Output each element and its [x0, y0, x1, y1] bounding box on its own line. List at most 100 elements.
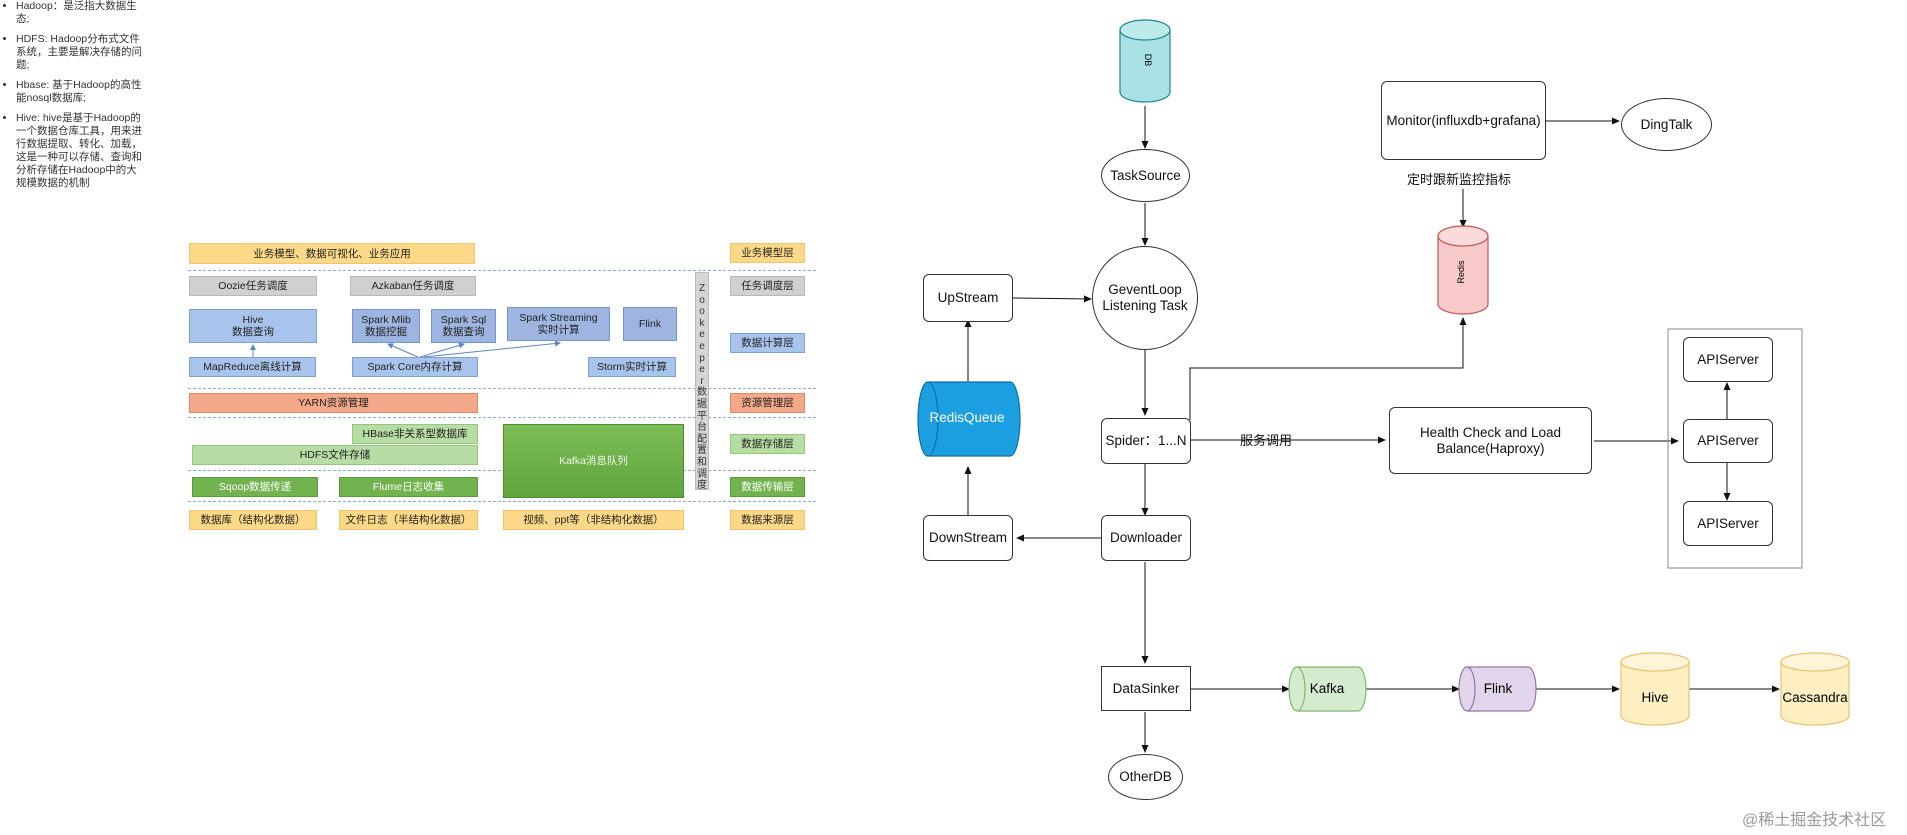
zookeeper-char: 度 — [697, 480, 707, 492]
hive-name: Hive — [242, 314, 264, 326]
health-line1: Health Check and Load — [1419, 424, 1562, 440]
otherdb-node: OtherDB — [1108, 754, 1183, 800]
zookeeper-bar: Z o o k e e p e r 数 据 平 台 配 置 和 调 度 — [695, 272, 709, 492]
note-hbase: Hbase: 基于Hadoop的高性能nosql数据库; — [16, 79, 144, 105]
layer-business: 业务模型层 — [730, 243, 805, 263]
zookeeper-char: 平 — [697, 410, 707, 422]
redis-cylinder — [1437, 225, 1489, 315]
hive-cylinder — [1620, 652, 1690, 726]
layer-resource: 资源管理层 — [730, 393, 805, 413]
layer-storage: 数据存储层 — [730, 434, 805, 454]
spark-streaming-name: Spark Streaming — [519, 312, 598, 324]
note-hdfs: HDFS: Hadoop分布式文件系统，主要是解决存储的问题; — [16, 33, 144, 72]
separator-line — [188, 470, 816, 471]
redis-queue-label: RedisQueue — [929, 410, 1005, 425]
hive-desc: 数据查询 — [232, 326, 274, 338]
zookeeper-char: o — [699, 294, 705, 306]
layer-transport: 数据传输层 — [730, 477, 805, 497]
hdfs-box: HDFS文件存储 — [192, 445, 478, 465]
spark-sql-name: Spark Sql — [440, 314, 487, 326]
business-apps-box: 业务模型、数据可视化、业务应用 — [189, 243, 475, 264]
monitor-update-label: 定时跟新监控指标 — [1407, 172, 1512, 187]
zookeeper-char: 和 — [697, 456, 707, 468]
mapreduce-box: MapReduce离线计算 — [189, 357, 316, 377]
cassandra-label: Cassandra — [1782, 690, 1848, 705]
health-line2: Balance(Haproxy) — [1436, 440, 1545, 456]
gevent-line2: Listening Task — [1102, 298, 1188, 313]
zookeeper-char: 置 — [697, 445, 707, 457]
azkaban-box: Azkaban任务调度 — [350, 276, 476, 296]
yarn-box: YARN资源管理 — [189, 393, 478, 413]
flink-cylinder — [1458, 666, 1537, 712]
separator-line — [188, 388, 816, 389]
downloader-node: Downloader — [1101, 515, 1191, 561]
separator-line — [188, 417, 816, 418]
spider-node: Spider：1...N — [1101, 418, 1191, 464]
flink-label: Flink — [1483, 681, 1513, 696]
zookeeper-char: 数 — [697, 387, 707, 399]
redis-label: Redis — [1456, 260, 1466, 284]
zookeeper-char: o — [699, 306, 705, 318]
spark-mllib-box: Spark Mlib 数据挖掘 — [352, 309, 420, 343]
notes-list: Hadoop：是泛指大数据生态; HDFS: Hadoop分布式文件系统，主要是… — [0, 0, 144, 190]
spark-sql-desc: 数据查询 — [442, 326, 485, 338]
dingtalk-node: DingTalk — [1621, 98, 1712, 151]
zookeeper-char: 据 — [697, 398, 707, 410]
apiserver-node-top: APIServer — [1683, 337, 1773, 382]
spark-core-box: Spark Core内存计算 — [352, 357, 478, 377]
apiserver-node-middle: APIServer — [1683, 419, 1773, 463]
layer-schedule: 任务调度层 — [730, 276, 805, 296]
apiserver-node-bottom: APIServer — [1683, 501, 1773, 546]
separator-line — [188, 270, 816, 271]
upstream-node: UpStream — [923, 274, 1013, 322]
zookeeper-char: 台 — [697, 422, 707, 434]
kafka-cylinder — [1288, 666, 1367, 712]
zookeeper-char: e — [699, 364, 705, 376]
zookeeper-char: 调 — [697, 468, 707, 480]
gevent-loop-node: GeventLoop Listening Task — [1092, 246, 1198, 350]
zookeeper-char: e — [699, 340, 705, 352]
redis-queue-cylinder — [917, 381, 1021, 457]
zookeeper-char: 配 — [697, 433, 707, 445]
watermark: @稀土掘金技术社区 — [1742, 812, 1887, 829]
hbase-box: HBase非关系型数据库 — [352, 424, 478, 444]
note-hadoop: Hadoop：是泛指大数据生态; — [16, 0, 144, 26]
zookeeper-char: e — [699, 329, 705, 341]
db-cylinder — [1119, 19, 1171, 103]
separator-line — [188, 501, 816, 502]
layer-source: 数据来源层 — [730, 510, 805, 530]
cassandra-cylinder — [1780, 652, 1850, 726]
flume-box: Flume日志收集 — [339, 477, 478, 497]
hive-box: Hive 数据查询 — [189, 309, 317, 343]
spark-streaming-desc: 实时计算 — [537, 324, 580, 336]
db-label: DB — [1143, 53, 1153, 67]
zookeeper-char: r — [700, 375, 704, 387]
health-check-node: Health Check and Load Balance(Haproxy) — [1389, 407, 1592, 474]
downstream-node: DownStream — [923, 515, 1013, 561]
compute-arrows — [250, 340, 561, 358]
monitor-node: Monitor(influxdb+grafana) — [1381, 81, 1546, 160]
spark-mllib-name: Spark Mlib — [361, 314, 411, 326]
kafka-label: Kafka — [1309, 681, 1345, 696]
source-video-box: 视频、ppt等（非结构化数据） — [503, 510, 684, 530]
source-db-box: 数据库（结构化数据） — [189, 510, 317, 530]
note-hive: Hive: hive是基于Hadoop的一个数据仓库工具，用来进行数据提取、转化… — [16, 112, 144, 190]
service-call-label: 服务调用 — [1240, 433, 1293, 448]
apiserver-group-frame — [1667, 328, 1803, 569]
flink-stack-box: Flink — [623, 307, 677, 341]
spark-sql-box: Spark Sql 数据查询 — [431, 309, 496, 343]
zookeeper-char: Z — [698, 283, 706, 294]
task-source-node: TaskSource — [1101, 149, 1190, 202]
datasinker-node: DataSinker — [1101, 666, 1191, 711]
oozie-box: Oozie任务调度 — [189, 276, 317, 296]
layer-compute: 数据计算层 — [730, 333, 805, 353]
gevent-line1: GeventLoop — [1108, 282, 1182, 297]
zookeeper-char: k — [699, 317, 705, 329]
hive-label: Hive — [1641, 690, 1669, 705]
spark-streaming-box: Spark Streaming 实时计算 — [507, 307, 610, 341]
spark-mllib-desc: 数据挖掘 — [365, 326, 407, 338]
storm-box: Storm实时计算 — [588, 357, 676, 377]
kafka-stack-box: Kafka消息队列 — [503, 424, 684, 498]
zookeeper-char: p — [699, 352, 705, 364]
